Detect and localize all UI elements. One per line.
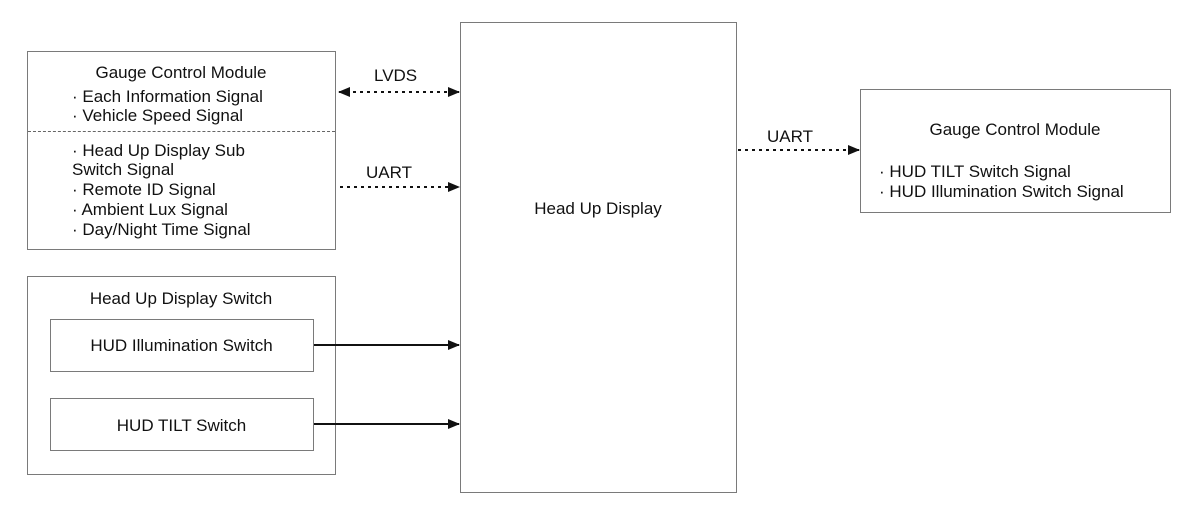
hud-tilt-switch-label: HUD TILT Switch <box>116 416 247 435</box>
gcm-left-signal: · Head Up Display Sub <box>72 141 245 160</box>
gcm-right-signal: · HUD Illumination Switch Signal <box>879 182 1124 201</box>
gcm-left-signal: · Ambient Lux Signal <box>72 200 228 219</box>
gcm-left-signal: · Each Information Signal <box>72 87 263 106</box>
link-label-lvds: LVDS <box>374 66 418 85</box>
gcm-left-signal: · Day/Night Time Signal <box>72 220 251 239</box>
hud-switch-title: Head Up Display Switch <box>89 289 273 308</box>
link-label-uart-out: UART <box>767 127 813 146</box>
hud-tilt-switch: HUD TILT Switch <box>50 398 314 451</box>
hud-illumination-switch-label: HUD Illumination Switch <box>90 336 273 355</box>
head-up-display: Head Up Display <box>460 22 737 493</box>
divider-dashed <box>28 131 335 132</box>
gcm-left-title: Gauge Control Module <box>95 63 267 82</box>
gcm-left-signal: · Remote ID Signal <box>72 180 216 199</box>
gauge-control-module-right: Gauge Control Module · HUD TILT Switch S… <box>860 89 1171 213</box>
gauge-control-module-left: Gauge Control Module · Each Information … <box>27 51 336 250</box>
hud-label: Head Up Display <box>534 199 662 218</box>
gcm-left-signal: · Vehicle Speed Signal <box>72 106 244 125</box>
link-label-uart-in: UART <box>366 163 412 182</box>
gcm-right-title: Gauge Control Module <box>929 120 1101 139</box>
gcm-right-signal: · HUD TILT Switch Signal <box>879 162 1071 181</box>
head-up-display-switch: Head Up Display Switch HUD Illumination … <box>27 276 336 475</box>
hud-illumination-switch: HUD Illumination Switch <box>50 319 314 372</box>
gcm-left-signal: Switch Signal <box>72 160 175 179</box>
